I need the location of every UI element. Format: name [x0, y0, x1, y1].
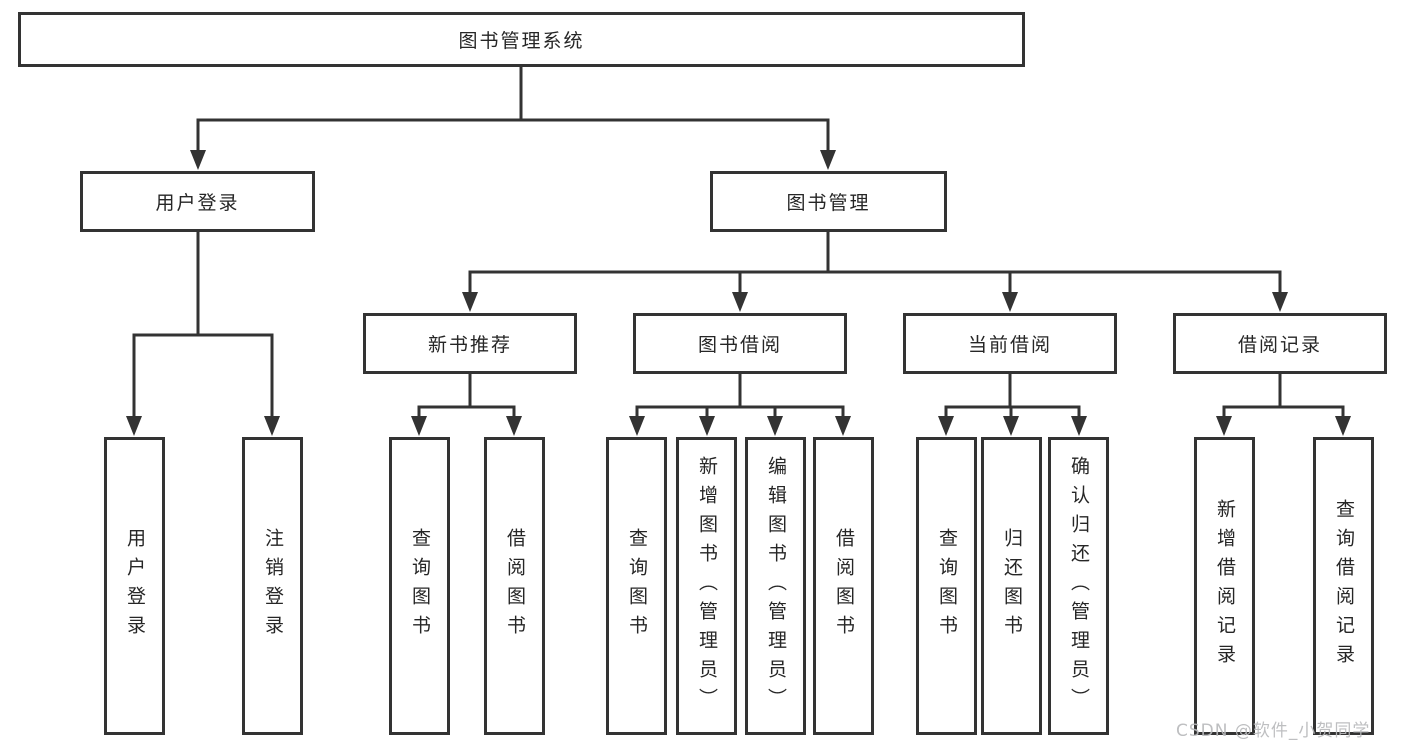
- leaf-query-borrow-record: 查询借阅记录: [1313, 437, 1374, 735]
- node-current-borrowing: 当前借阅: [903, 313, 1117, 374]
- leaf-user-login: 用户登录: [104, 437, 165, 735]
- leaf-query-books-borrowing: 查询图书: [606, 437, 667, 735]
- node-book-borrowing: 图书借阅: [633, 313, 847, 374]
- leaf-query-books-current: 查询图书: [916, 437, 977, 735]
- node-book-management: 图书管理: [710, 171, 947, 232]
- node-root: 图书管理系统: [18, 12, 1025, 67]
- node-borrowing-records: 借阅记录: [1173, 313, 1387, 374]
- leaf-borrow-books-recommend: 借阅图书: [484, 437, 545, 735]
- leaf-borrow-books-borrowing: 借阅图书: [813, 437, 874, 735]
- leaf-confirm-return-admin: 确认归还（管理员）: [1048, 437, 1109, 735]
- leaf-logout: 注销登录: [242, 437, 303, 735]
- node-user-login: 用户登录: [80, 171, 315, 232]
- leaf-return-books: 归还图书: [981, 437, 1042, 735]
- leaf-query-books-recommend: 查询图书: [389, 437, 450, 735]
- watermark-text: CSDN @软件_小贺同学: [1176, 721, 1371, 741]
- leaf-add-books-admin: 新增图书（管理员）: [676, 437, 737, 735]
- leaf-add-borrow-record: 新增借阅记录: [1194, 437, 1255, 735]
- node-new-book-recommendation: 新书推荐: [363, 313, 577, 374]
- leaf-edit-books-admin: 编辑图书（管理员）: [745, 437, 806, 735]
